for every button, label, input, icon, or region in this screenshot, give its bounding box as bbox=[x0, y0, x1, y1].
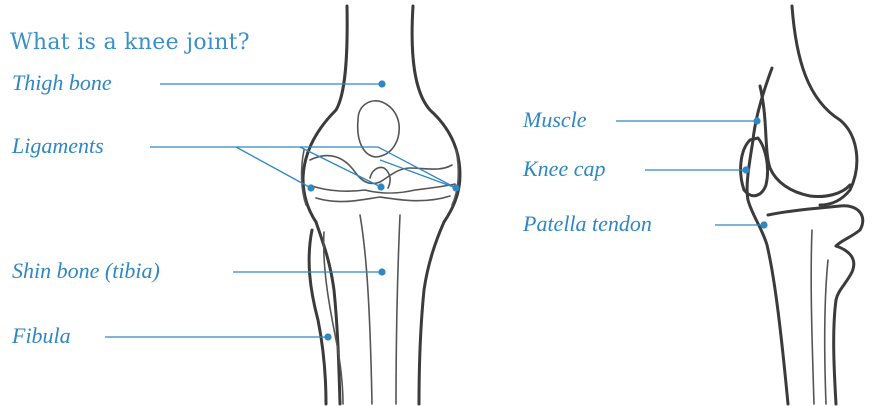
dot-patella-tendon bbox=[760, 221, 767, 228]
label-thigh-bone: Thigh bone bbox=[12, 70, 112, 96]
diagram-title: What is a knee joint? bbox=[10, 30, 250, 55]
dot-shin-bone bbox=[378, 268, 385, 275]
tibia-inner-line-2 bbox=[396, 215, 400, 404]
patella-front bbox=[358, 101, 400, 157]
tibia-right-outline bbox=[419, 222, 444, 404]
label-shin-bone: Shin bone (tibia) bbox=[12, 258, 160, 284]
label-muscle: Muscle bbox=[523, 107, 587, 133]
side-femur-front bbox=[760, 86, 850, 197]
label-ligaments: Ligaments bbox=[12, 133, 104, 159]
dot-knee-cap bbox=[742, 166, 749, 173]
side-fibula-inner bbox=[825, 260, 828, 404]
dot-thigh-bone bbox=[378, 80, 385, 87]
side-fibula-head bbox=[836, 246, 854, 300]
label-patella-tendon: Patella tendon bbox=[523, 211, 652, 237]
label-knee-cap: Knee cap bbox=[523, 156, 605, 182]
side-femur-back bbox=[792, 6, 857, 205]
label-fibula: Fibula bbox=[12, 323, 71, 349]
side-knee-illustration bbox=[741, 6, 863, 404]
leader-lines bbox=[105, 80, 768, 340]
dot-ligament-mid bbox=[377, 183, 384, 190]
front-knee-illustration bbox=[302, 6, 460, 404]
leader-ligaments-left bbox=[236, 147, 311, 188]
side-tibia-top bbox=[768, 206, 863, 246]
tibia-left-outline bbox=[316, 222, 340, 404]
dot-ligament-right bbox=[452, 184, 459, 191]
tibia-plateau bbox=[316, 196, 450, 202]
side-back-shin bbox=[834, 300, 836, 404]
side-front-outline bbox=[747, 68, 788, 404]
dot-muscle bbox=[753, 117, 760, 124]
dot-fibula bbox=[324, 333, 331, 340]
dot-ligament-left bbox=[307, 184, 314, 191]
tibia-inner-line bbox=[360, 215, 372, 404]
leader-ligaments-mid bbox=[300, 147, 381, 187]
side-tibia-inner bbox=[811, 230, 814, 404]
